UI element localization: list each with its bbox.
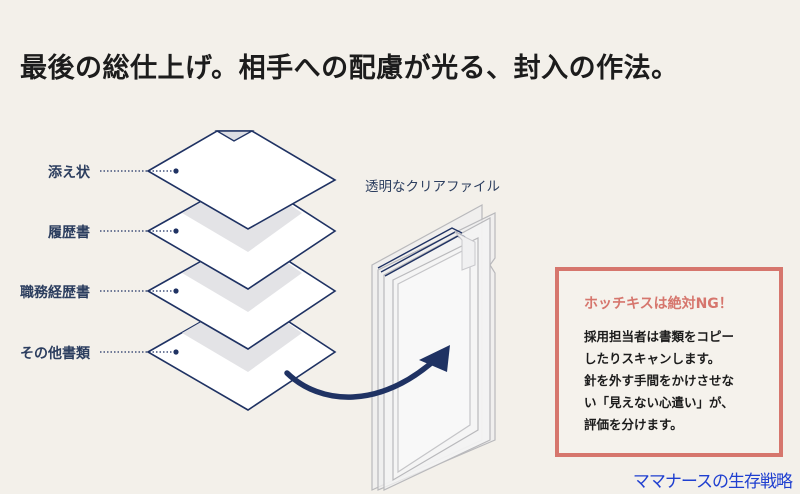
warning-line: 針を外す手間をかけさせな <box>584 373 735 388</box>
label-cover-letter: 添え状 <box>48 165 90 181</box>
clear-folder-label: 透明なクリアファイル <box>365 179 500 195</box>
clear-folder <box>371 203 496 491</box>
warning-box: ホッチキスは絶対NG！ 採用担当者は書類をコピー したりスキャンします。 針を外… <box>555 267 783 457</box>
warning-line: したりスキャンします。 <box>584 351 721 366</box>
arrow-icon <box>284 345 450 400</box>
watermark: ママナースの生存戦略 <box>632 472 793 492</box>
warning-line: い「見えない心遣い」が、 <box>584 395 734 410</box>
sheet-cover-letter <box>146 130 337 230</box>
warning-line: 評価を分けます。 <box>584 417 683 432</box>
label-career-history: 職務経歴書 <box>20 285 90 301</box>
label-resume: 履歴書 <box>48 225 90 241</box>
warning-line: 採用担当者は書類をコピー <box>584 329 735 344</box>
label-other-documents: その他書類 <box>20 346 90 362</box>
page-title: 最後の総仕上げ。相手への配慮が光る、封入の作法。 <box>20 53 679 84</box>
warning-title: ホッチキスは絶対NG！ <box>584 296 733 312</box>
